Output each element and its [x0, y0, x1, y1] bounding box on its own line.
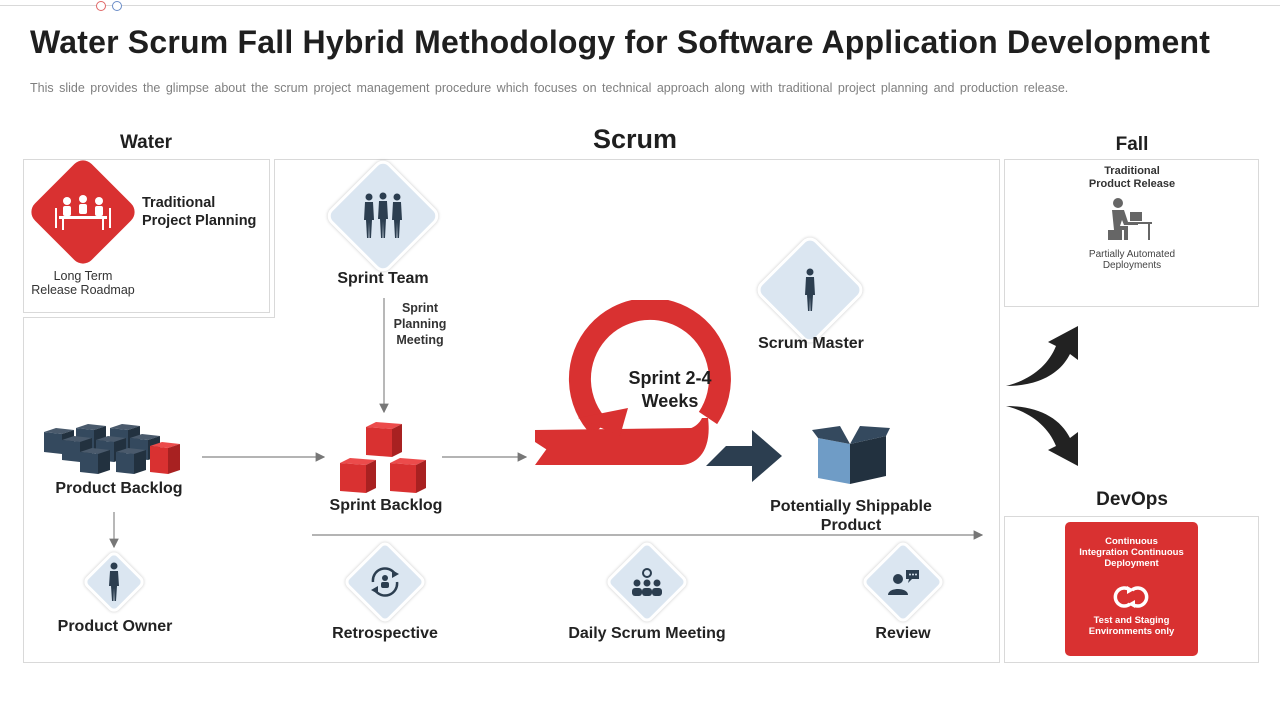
sprint-cycle-arrow-icon [535, 300, 731, 465]
slide-subtitle: This slide provides the glimpse about th… [30, 81, 1069, 95]
roadmap-label-line1: Long Term [53, 269, 113, 283]
traditional-release-label: Traditional Product Release [1060, 165, 1204, 191]
section-devops-heading: DevOps [1096, 489, 1168, 510]
planning-meeting-line1: Sprint [401, 301, 439, 315]
navy-right-arrow-icon [706, 430, 782, 482]
sprint-team-label: Sprint Team [337, 270, 429, 287]
scrum-master-person-icon [770, 250, 850, 330]
sprint-cycle-line2: Weeks [641, 391, 699, 411]
partial-deploy-label: Partially Automated Deployments [1076, 249, 1188, 271]
person-icon [91, 559, 137, 605]
section-fall-heading: Fall [1115, 134, 1149, 155]
desk-worker-icon [1108, 198, 1152, 240]
backlog-box [23, 317, 275, 663]
shippable-label-line1: Potentially Shippable [770, 498, 932, 515]
review-speech-icon [873, 552, 933, 612]
sprint-cycle-line1: Sprint 2-4 [628, 368, 712, 388]
sprint-backlog-label: Sprint Backlog [329, 497, 443, 514]
planning-meeting-line3: Meeting [396, 333, 444, 347]
roadmap-label-line2: Release Roadmap [31, 283, 135, 297]
sprint-planning-meeting-label: Sprint Planning Meeting [384, 300, 456, 348]
shippable-box-icon [812, 426, 890, 484]
ci-label-line1: Continuous [1105, 536, 1158, 547]
release-label-line2: Product Release [1088, 178, 1176, 190]
shippable-label-line2: Product [820, 517, 882, 534]
daily-scrum-label: Daily Scrum Meeting [568, 625, 726, 642]
retrospective-cycle-icon [355, 552, 415, 612]
window-dot-blue [112, 1, 122, 11]
section-scrum-heading: Scrum [592, 124, 678, 154]
scrum-master-label: Scrum Master [758, 335, 864, 352]
product-backlog-cubes-icon [44, 424, 180, 474]
fall-box [1004, 159, 1259, 307]
deploy-label-line2: Deployments [1102, 260, 1162, 271]
test-staging-label: Test and Staging Environments only [1068, 615, 1195, 637]
planning-label-line2: Project Planning [142, 213, 257, 229]
sprint-backlog-cubes-icon [340, 422, 426, 493]
test-label-line1: Test and Staging [1093, 615, 1170, 626]
release-label-line1: Traditional [1104, 165, 1160, 177]
section-water-heading: Water [119, 132, 173, 153]
team-people-icon [341, 174, 425, 258]
slide-title: Water Scrum Fall Hybrid Methodology for … [30, 24, 1211, 60]
curved-split-arrows-icon [1006, 326, 1078, 466]
retrospective-label: Retrospective [332, 625, 438, 642]
top-divider [0, 5, 1280, 6]
infinity-loop-icon [1113, 586, 1149, 608]
deploy-label-line1: Partially Automated [1088, 249, 1176, 260]
roadmap-label: Long Term Release Roadmap [28, 269, 138, 297]
shippable-product-label: Potentially Shippable Product [750, 497, 952, 535]
ci-cd-label: Continuous Integration Continuous Deploy… [1068, 536, 1195, 569]
traditional-planning-label: Traditional Project Planning [142, 194, 256, 230]
product-owner-label: Product Owner [57, 618, 173, 635]
planning-meeting-line2: Planning [393, 317, 447, 331]
ci-label-line3: Deployment [1104, 558, 1159, 569]
product-backlog-label: Product Backlog [55, 480, 183, 497]
ci-label-line2: Integration Continuous [1079, 547, 1184, 558]
daily-scrum-group-icon [617, 552, 677, 612]
planning-label-line1: Traditional [142, 195, 216, 211]
review-label: Review [875, 625, 931, 642]
meeting-table-icon [43, 172, 123, 252]
window-dot-red [96, 1, 106, 11]
sprint-cycle-label: Sprint 2-4 Weeks [610, 367, 730, 413]
test-label-line2: Environments only [1088, 626, 1175, 637]
